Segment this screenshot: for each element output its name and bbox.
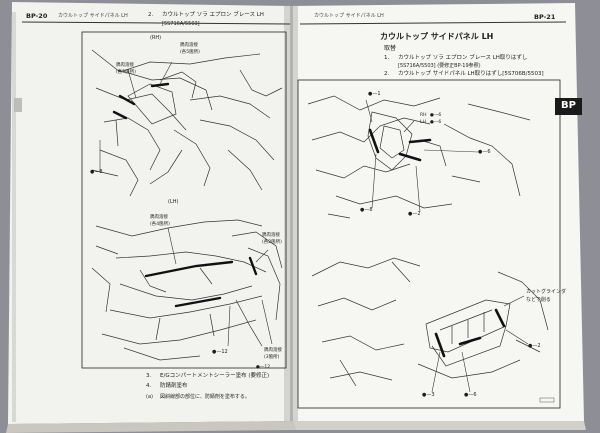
right-step-1-number: 1. [384,55,390,61]
part-marker-8: ●—8 [360,207,373,213]
part-marker-2: ●—2 [528,343,541,349]
figure-label-lh: (LH) [168,199,179,205]
left-step-4a-text: 図斜線部の部位に、防錆剤を塗布する。 [160,394,250,400]
part-marker-2-upper: ●—2 [408,211,421,217]
part-marker-12b: ●—12 [256,365,271,370]
part-marker-6c: ●—6 [478,149,491,155]
part-marker-12: ●—12 [212,349,228,355]
section-title: カウルトップ サイドパネル LH [380,32,494,41]
left-step-3-text: E/Gコンパートメントシーラー塗布 (要修正) [160,373,270,379]
right-page-sheet [290,3,584,421]
left-page-number: BP-20 [26,12,48,20]
right-lower-drawing [311,257,549,387]
callout-weld-5-count: (3箇所) [264,355,280,360]
right-step-1-text: カウルトップ ソラ エプロン ブレース LH取りはずし [398,55,528,61]
right-step-1-ref: [5S716A/5503] (要修正BP-19参照) [398,63,481,69]
section-tab: BP [555,98,582,115]
part-marker-1: ●—1 [368,91,381,97]
rh-leaders [99,61,173,172]
right-lower-weld [434,308,506,358]
lh-weld-marks [144,256,258,308]
figure-label-rh: (RH) [150,35,162,41]
note-grind: などで削る [526,297,551,303]
part-marker-6b: ●—6 [430,120,442,125]
right-upper-leaders [365,99,479,213]
callout-weld-4: 隅肉溶接 [262,233,280,238]
right-page-number: BP-21 [534,13,556,21]
left-side-tab [14,98,22,112]
right-upper-drawing [307,95,531,219]
left-step-3-number: 3. [146,373,152,379]
callout-weld-1-count: (各5箇所) [180,50,200,55]
rh-weld-marks [112,82,170,120]
lh-body-drawing [91,219,283,361]
part-marker-8: ●—8 [90,169,103,175]
left-figure-frame [81,31,287,369]
note-cut-grinder: カットグラインダ [526,289,567,295]
left-page-sheet [8,2,296,424]
lh-leaders [167,227,273,347]
part-marker-3: ●—3 [422,392,435,398]
callout-weld-1: 隅肉溶接 [180,43,198,48]
callout-weld-5: 隅肉溶接 [264,348,282,353]
right-upper-weld [368,128,432,162]
section-tab-label: BP [561,100,576,111]
left-step-4-text: 防錆剤塗布 [160,383,188,389]
right-lower-leaders [431,295,529,393]
part-marker-6a: ●—6 [430,113,442,118]
right-step-2-text: カウルトップ サイドパネル LH取りはずし[5S706B/5503] [398,71,544,77]
label-lh: LH [420,120,426,125]
left-step-2-text: カウルトップ ソラ エプロン ブレース LH [162,12,264,18]
right-step-2-number: 2. [384,71,390,77]
left-step-4a-number: (a) [146,394,153,400]
left-step-2-code: [5S716A/5503] [162,21,200,27]
section-subtitle: 取替 [384,45,397,52]
callout-weld-2-count: (各5箇所) [116,70,136,75]
left-step-4-number: 4. [146,383,152,389]
left-step-2-number: 2. [148,12,154,18]
right-header-title: カウルトップ サイドパネル LH [314,13,384,19]
callout-weld-2: 隅肉溶接 [116,63,134,68]
rh-body-drawing [91,49,283,197]
right-figure-frame [297,79,561,409]
label-rh: RH [420,113,427,118]
callout-weld-3: 隅肉溶接 [150,215,168,220]
callout-weld-3-count: (各4箇所) [150,222,170,227]
part-marker-6d: ●—6 [464,392,477,398]
left-header-title: カウルトップ サイドパネル LH [58,13,128,19]
callout-weld-4-count: (各2箇所) [262,240,282,245]
